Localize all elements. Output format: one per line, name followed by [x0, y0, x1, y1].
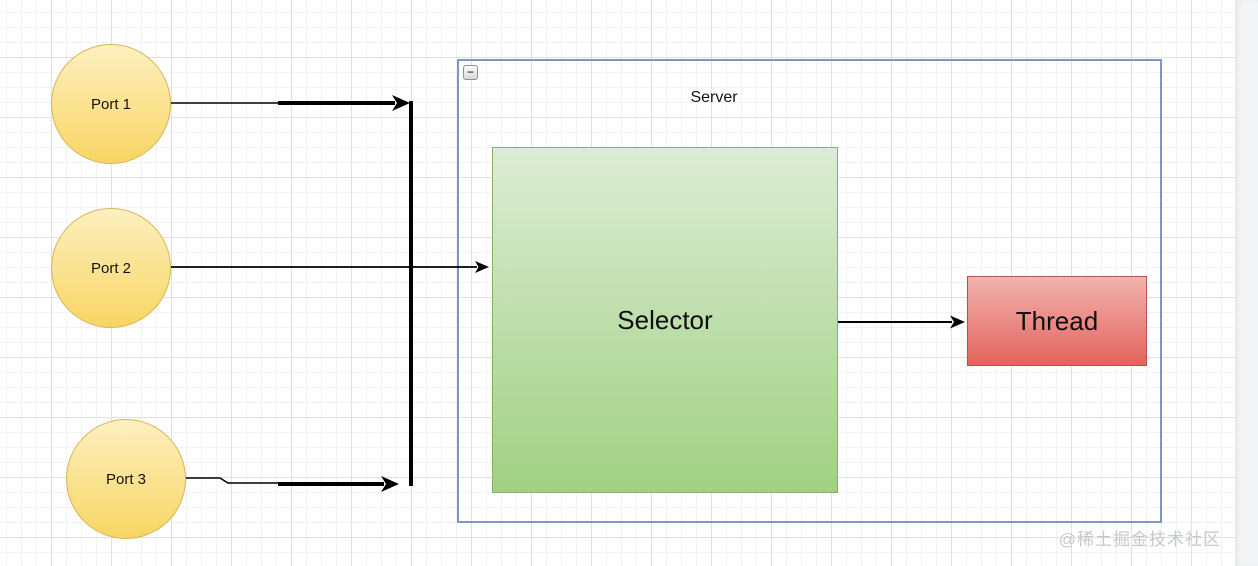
arrowhead-port1-icon [392, 95, 410, 111]
arrowhead-port3-icon [381, 476, 399, 492]
node-port-2: Port 2 [51, 208, 171, 328]
node-port-3: Port 3 [66, 419, 186, 539]
node-port-1: Port 1 [51, 44, 171, 164]
canvas-right-edge [1235, 0, 1258, 566]
node-server-container: − Server [457, 59, 1162, 523]
connector-port3-lead [186, 477, 284, 484]
selector-label: Selector [617, 304, 713, 335]
collapse-button[interactable]: − [463, 65, 478, 80]
server-label: Server [690, 89, 738, 106]
watermark-text: @稀土掘金技术社区 [1058, 530, 1221, 549]
port-3-label: Port 3 [105, 470, 147, 488]
port-1-label: Port 1 [90, 95, 132, 113]
node-thread: Thread [967, 276, 1147, 366]
node-selector: Selector [492, 147, 838, 493]
thread-label: Thread [1015, 305, 1099, 336]
port-2-label: Port 2 [90, 259, 132, 277]
minus-icon: − [466, 65, 474, 79]
